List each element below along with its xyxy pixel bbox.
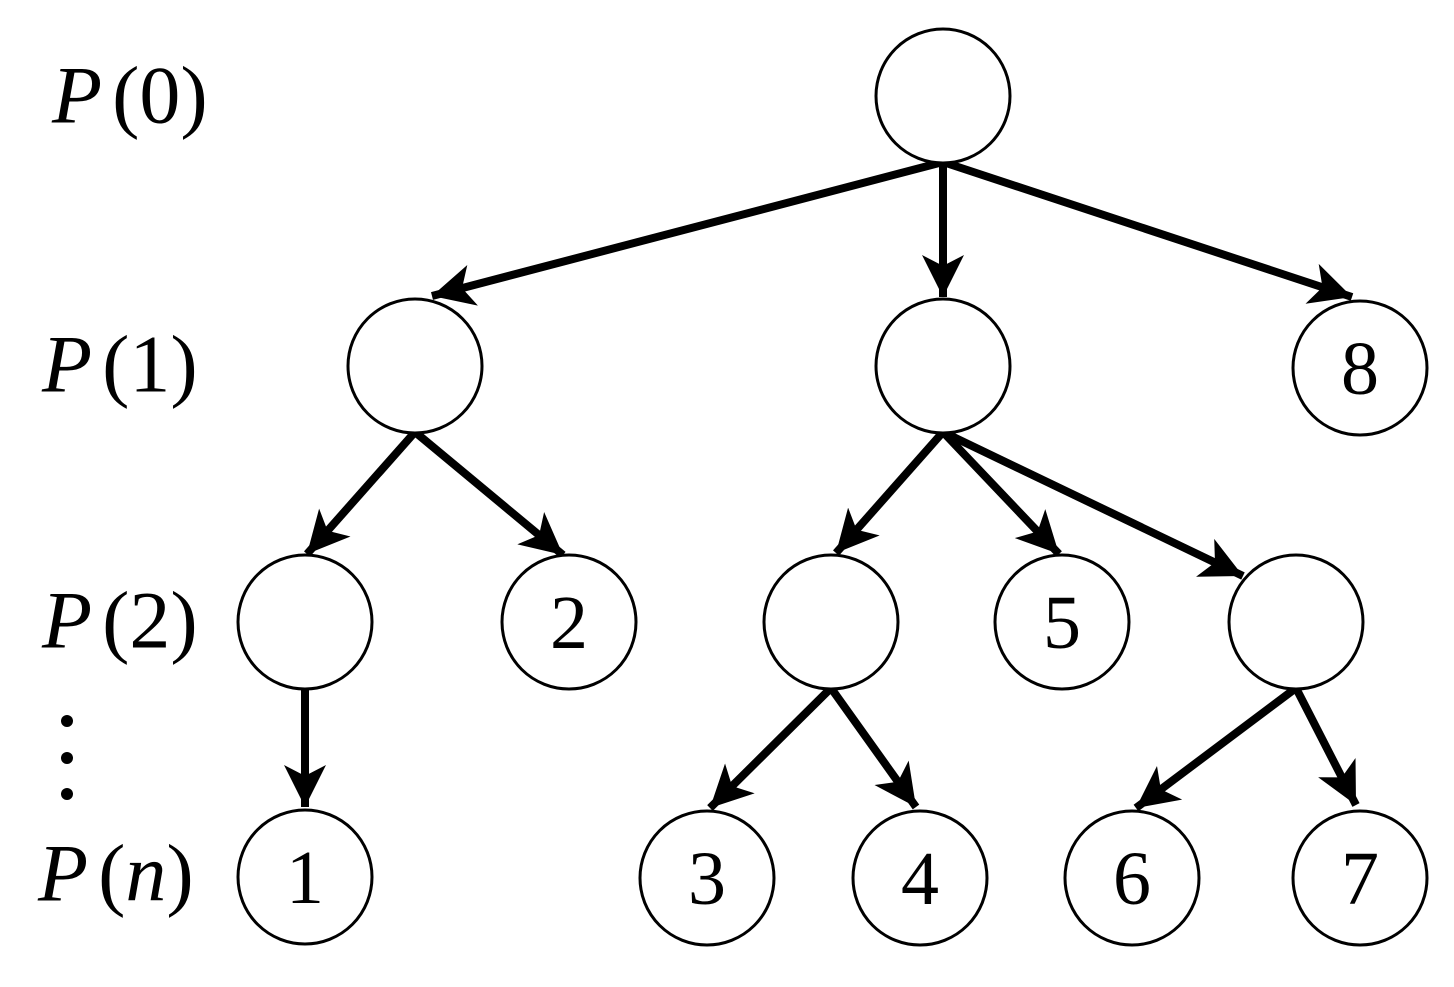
root — [874, 27, 1012, 165]
edge-p2-right-to-node-6 — [1133, 684, 1299, 812]
vertical-ellipsis-dot — [61, 752, 73, 764]
node-2 — [500, 553, 638, 691]
edge-p2-right-to-node-7 — [1292, 686, 1360, 807]
vertical-ellipsis-dot — [61, 715, 73, 727]
node-5 — [993, 553, 1131, 691]
edge-root-to-node-8 — [941, 158, 1354, 304]
level-n-label: P(n) — [38, 832, 194, 914]
node-6-label: 6 — [1113, 837, 1151, 921]
edge-p2-mid-to-node-4 — [827, 685, 920, 810]
edges-layer — [284, 158, 1360, 812]
edge-p2-mid-to-node-3 — [707, 685, 834, 811]
p2-mid — [762, 553, 900, 691]
node-3-label: 3 — [688, 837, 726, 921]
p2-left — [236, 553, 374, 691]
edge-p1-mid-to-p2-right — [941, 428, 1245, 580]
level-2-label: P(2) — [42, 579, 198, 661]
node-7-label: 7 — [1341, 837, 1379, 921]
level-1-label-part: P — [42, 318, 93, 410]
node-4 — [851, 809, 989, 947]
node-7 — [1291, 809, 1429, 947]
p2-right — [1227, 553, 1365, 691]
level-0-label: P(0) — [52, 54, 208, 136]
level-0-label-part: ) — [180, 49, 208, 141]
edge-p1-mid-to-p2-mid — [833, 429, 946, 556]
level-2-label-part: P — [42, 574, 93, 666]
edge-p1-left-to-p2-left — [304, 429, 418, 557]
level-1-label: P(1) — [42, 323, 198, 405]
node-8-label: 8 — [1341, 327, 1379, 411]
level-n-label-part: ) — [166, 827, 194, 919]
node-3 — [638, 809, 776, 947]
node-5-label: 5 — [1043, 581, 1081, 665]
level-2-label-part: ) — [170, 574, 198, 666]
node-2-label: 2 — [550, 581, 588, 665]
level-n-label-part: P — [38, 827, 89, 919]
node-8 — [1291, 299, 1429, 437]
vertical-ellipsis — [61, 715, 73, 800]
p1-left — [346, 297, 484, 435]
node-1-label: 1 — [286, 836, 324, 920]
level-0-label-part: 0 — [139, 49, 181, 141]
level-1-label-part: ( — [102, 318, 130, 410]
node-6 — [1063, 809, 1201, 947]
level-0-label-part: P — [52, 49, 103, 141]
level-n-label-part: n — [125, 827, 167, 919]
nodes-layer: 8 2 5 1 3 4 6 7 — [236, 27, 1429, 947]
p1-mid — [874, 297, 1012, 435]
level-0-label-part: ( — [112, 49, 140, 141]
edge-root-to-p1-left — [430, 158, 945, 306]
level-2-label-part: ( — [102, 574, 130, 666]
node-1 — [236, 808, 374, 946]
vertical-ellipsis-dot — [61, 788, 73, 800]
level-1-label-part: 1 — [129, 318, 171, 410]
node-4-label: 4 — [901, 837, 939, 921]
level-n-label-part: ( — [98, 827, 126, 919]
edge-p1-mid-to-node-5 — [940, 429, 1062, 557]
level-1-label-part: ) — [170, 318, 198, 410]
level-2-label-part: 2 — [129, 574, 171, 666]
edge-p1-left-to-node-2 — [412, 428, 566, 559]
